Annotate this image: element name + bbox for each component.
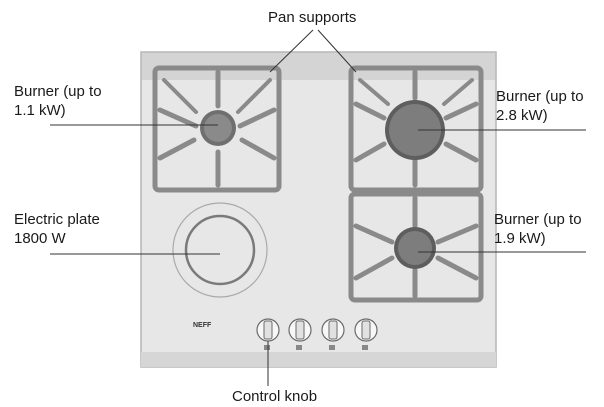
label-burner-medium: Burner (up to 1.9 kW) <box>494 210 582 248</box>
hob-body <box>140 51 497 368</box>
label-burner-large: Burner (up to 2.8 kW) <box>496 87 584 125</box>
gas-burner-icon <box>394 227 436 269</box>
label-line: 1.9 kW) <box>494 230 546 247</box>
control-knob-icon[interactable] <box>288 318 312 350</box>
label-electric-plate: Electric plate 1800 W <box>14 210 100 248</box>
control-knobs <box>256 318 378 350</box>
electric-plate-icon <box>172 202 268 298</box>
control-knob-icon[interactable] <box>321 318 345 350</box>
label-pan-supports: Pan supports <box>268 9 357 26</box>
label-line: 2.8 kW) <box>496 107 548 124</box>
label-line: Burner (up to <box>494 211 582 228</box>
control-knob-icon[interactable] <box>354 318 378 350</box>
brand-logo: NEFF <box>193 322 212 329</box>
pan-support-grate-icon <box>348 65 484 193</box>
label-control-knob: Control knob <box>232 388 318 405</box>
pan-support-grate-icon <box>152 65 282 193</box>
label-line: 1.1 kW) <box>14 102 66 119</box>
label-line: Burner (up to <box>496 88 584 105</box>
pan-support-grate-icon <box>348 191 484 303</box>
label-line: 1800 W <box>14 230 66 247</box>
gas-burner-icon <box>200 110 236 146</box>
label-line: Electric plate <box>14 211 100 228</box>
callout-pan-right <box>317 29 357 73</box>
callout-lines <box>50 29 586 386</box>
callout-pan-left <box>269 29 314 73</box>
gas-burner-icon <box>385 100 445 160</box>
label-burner-small: Burner (up to 1.1 kW) <box>14 82 102 120</box>
label-line: Burner (up to <box>14 83 102 100</box>
